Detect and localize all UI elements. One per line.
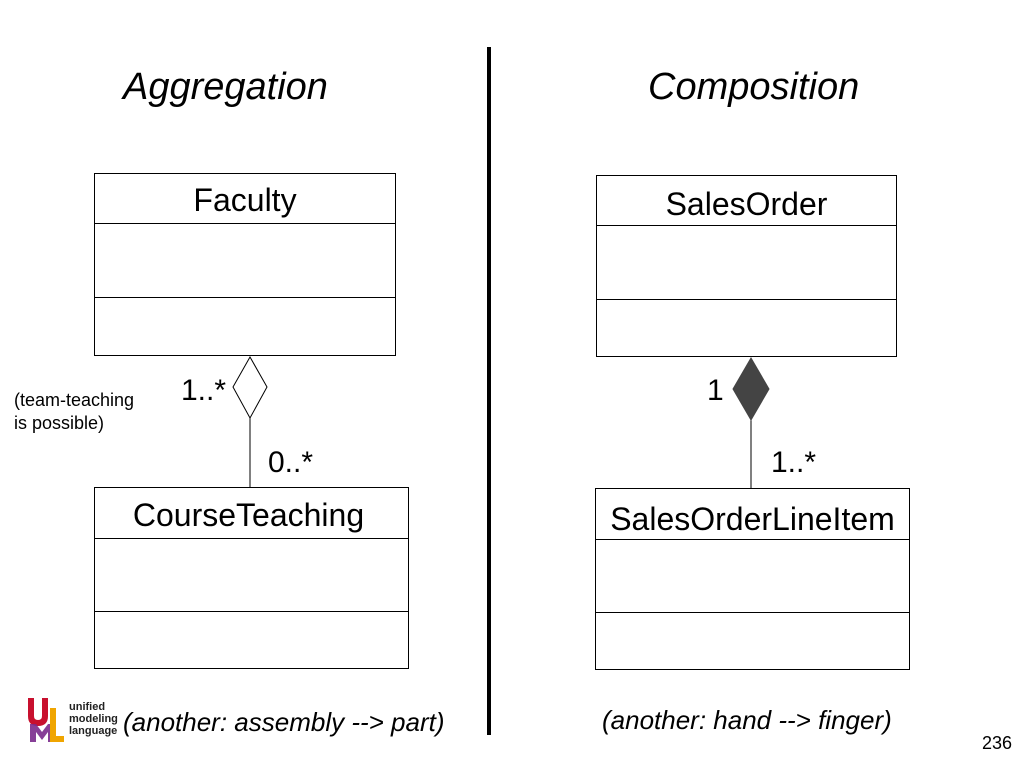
aggregation-hollow-diamond — [232, 355, 268, 420]
uml-logo: unified modeling language — [24, 694, 124, 744]
aggregation-whole-multiplicity: 1..* — [181, 374, 227, 407]
courseteaching-class-box: CourseTeaching — [94, 487, 409, 669]
composition-whole-multiplicity: 1 — [707, 374, 724, 407]
salesorder-operations-divider — [597, 299, 896, 300]
salesorderlineitem-attributes-divider — [596, 539, 909, 540]
team-teaching-note: (team-teaching is possible) — [14, 390, 135, 433]
uml-logo-text: unified modeling language — [69, 701, 118, 737]
salesorder-attributes-divider — [597, 225, 896, 226]
courseteaching-attributes-divider — [95, 538, 408, 539]
composition-title: Composition — [648, 66, 860, 108]
salesorder-class-name: SalesOrder — [665, 186, 828, 222]
composition-caption: (another: hand --> finger) — [602, 705, 892, 735]
faculty-operations-divider — [95, 297, 395, 298]
aggregation-caption: (another: assembly --> part) — [123, 707, 445, 737]
salesorderlineitem-operations-divider — [596, 612, 909, 613]
courseteaching-operations-divider — [95, 611, 408, 612]
aggregation-title: Aggregation — [123, 66, 328, 108]
page-number: 236 — [982, 733, 1013, 753]
section-divider — [487, 47, 491, 735]
faculty-class-name: Faculty — [193, 182, 297, 218]
composition-filled-diamond — [732, 357, 770, 421]
salesorderlineitem-class-name: SalesOrderLineItem — [610, 501, 895, 537]
faculty-attributes-divider — [95, 223, 395, 224]
uml-logo-mark-icon — [28, 698, 64, 742]
aggregation-part-multiplicity: 0..* — [268, 446, 314, 479]
composition-part-multiplicity: 1..* — [771, 446, 817, 479]
courseteaching-class-name: CourseTeaching — [132, 497, 365, 533]
salesorder-class-box: SalesOrder — [596, 175, 897, 357]
salesorderlineitem-class-box: SalesOrderLineItem — [595, 488, 910, 670]
faculty-class-box: Faculty — [94, 173, 396, 356]
